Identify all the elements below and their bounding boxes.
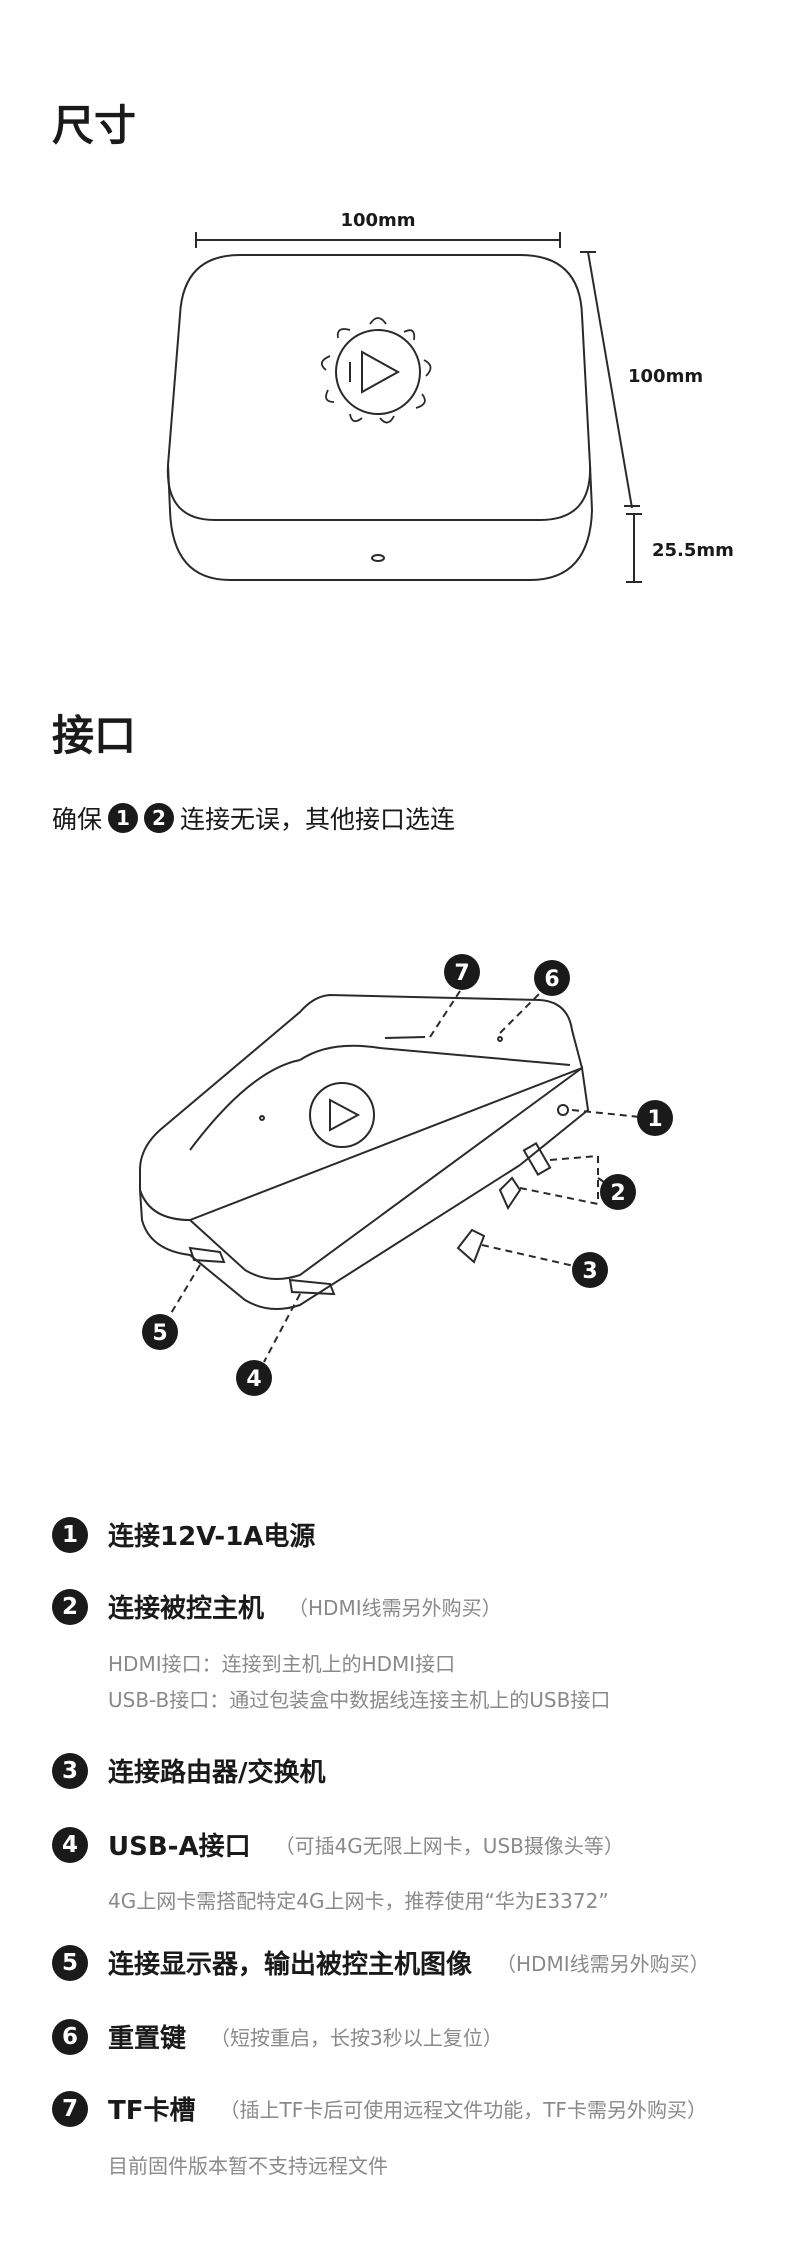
height-label: 25.5mm	[652, 540, 734, 561]
callout-3-dot	[572, 1252, 608, 1288]
port-note: （HDMI线需另外购买）	[288, 1596, 502, 1620]
port-item-4: 4 USB-A接口 （可插4G无限上网卡，USB摄像头等）	[52, 1826, 624, 1863]
port-title: 连接路由器/交换机	[108, 1758, 326, 1788]
device-dimension-drawing: 100mm 100mm 25.5mm	[166, 210, 734, 583]
port-title: TF卡槽	[108, 2096, 196, 2126]
depth-label: 100mm	[628, 366, 703, 387]
callout-4: 4	[246, 1367, 261, 1392]
device-ports-diagram: 7 6 1 2 3 5 4	[139, 954, 673, 1396]
callout-5: 5	[152, 1321, 167, 1346]
port-title: 连接被控主机	[108, 1594, 265, 1624]
port-item-5: 5 连接显示器，输出被控主机图像 （HDMI线需另外购买）	[52, 1944, 710, 1981]
port-note: （短按重启，长按3秒以上复位）	[210, 2026, 503, 2050]
port-7-detail-1: 目前固件版本暂不支持远程文件	[108, 2154, 388, 2178]
port-note: （可插4G无限上网卡，USB摄像头等）	[274, 1834, 624, 1858]
port-item-7: 7 TF卡槽 （插上TF卡后可使用远程文件功能，TF卡需另外购买）	[52, 2090, 707, 2127]
intro-badge-2: 2	[144, 803, 175, 833]
callout-1-dot	[637, 1100, 673, 1136]
port-note: （HDMI线需另外购买）	[496, 1952, 710, 1976]
width-label: 100mm	[340, 210, 415, 231]
callout-2-dot	[600, 1174, 636, 1210]
port-note: （插上TF卡后可使用远程文件功能，TF卡需另外购买）	[219, 2098, 707, 2122]
port-number: 5	[52, 1944, 88, 1981]
port-4-detail-1: 4G上网卡需搭配特定4G上网卡，推荐使用“华为E3372”	[108, 1889, 609, 1913]
intro-badge-1: 1	[108, 803, 139, 833]
port-number: 2	[52, 1588, 88, 1625]
port-item-1: 1 连接12V-1A电源	[52, 1516, 315, 1553]
port-item-6: 6 重置键 （短按重启，长按3秒以上复位）	[52, 2018, 503, 2055]
ports-intro: 确保 1 2 连接无误，其他接口选连	[52, 800, 455, 836]
callout-1: 1	[647, 1107, 662, 1132]
port-number: 1	[52, 1516, 88, 1553]
port-item-2: 2 连接被控主机 （HDMI线需另外购买）	[52, 1588, 502, 1625]
size-heading: 尺寸	[52, 101, 137, 150]
port-title: USB-A接口	[108, 1832, 251, 1862]
port-number: 7	[52, 2090, 88, 2127]
callout-2: 2	[610, 1181, 625, 1206]
callout-6: 6	[544, 967, 559, 992]
callout-6-dot	[534, 960, 570, 996]
port-2-detail-2: USB-B接口：通过包装盒中数据线连接主机上的USB接口	[108, 1688, 611, 1712]
intro-prefix: 确保	[52, 805, 103, 834]
callout-4-dot	[236, 1360, 272, 1396]
port-title: 重置键	[108, 2024, 187, 2054]
port-title: 连接12V-1A电源	[108, 1522, 316, 1552]
intro-suffix: 连接无误，其他接口选连	[180, 805, 456, 834]
port-title: 连接显示器，输出被控主机图像	[108, 1950, 473, 1980]
port-number: 6	[52, 2018, 88, 2055]
port-number: 4	[52, 1826, 88, 1863]
callout-3: 3	[582, 1259, 597, 1284]
port-number: 3	[52, 1752, 88, 1789]
port-2-detail-1: HDMI接口：连接到主机上的HDMI接口	[108, 1652, 456, 1676]
callout-7-dot	[444, 954, 480, 990]
port-item-3: 3 连接路由器/交换机	[52, 1752, 326, 1789]
callout-5-dot	[142, 1314, 178, 1350]
ports-heading: 接口	[52, 711, 137, 760]
callout-7: 7	[454, 961, 469, 986]
